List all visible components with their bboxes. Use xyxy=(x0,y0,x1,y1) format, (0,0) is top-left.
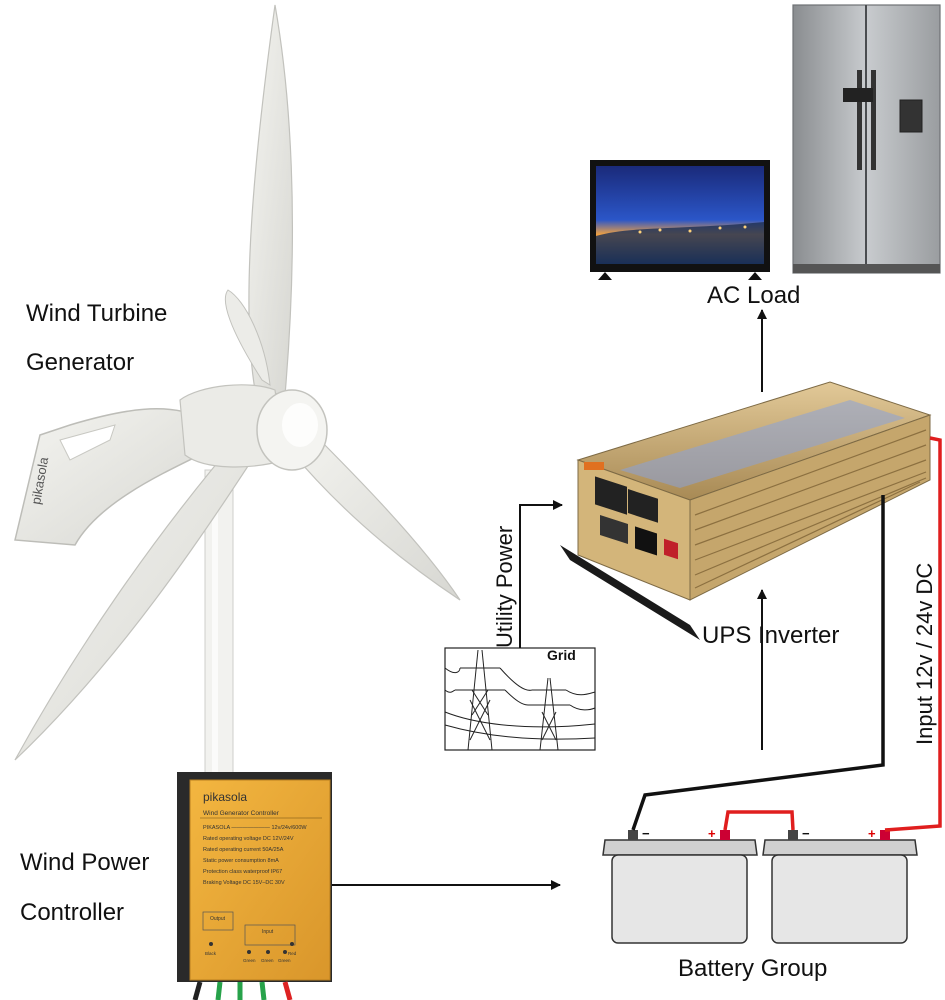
utility-power-label: Utility Power xyxy=(492,525,517,648)
controller-spec-row: Braking Voltage DC 15V–DC 30V xyxy=(203,880,285,886)
battery-link-wire xyxy=(723,810,795,831)
ups-inverter-label: UPS Inverter xyxy=(702,622,840,649)
controller-terminal-label: Red xyxy=(288,951,297,956)
controller-spec-row: PIKASOLA ——————— 12v/24v/600W xyxy=(203,825,307,831)
battery-group-label: Battery Group xyxy=(678,955,828,982)
controller-panel-title: Wind Generator Controller xyxy=(203,810,280,817)
arrow-utility-power xyxy=(519,500,563,648)
grid-label: Grid xyxy=(547,647,576,663)
refrigerator-icon xyxy=(792,4,941,274)
controller-terminal-label: Green xyxy=(278,958,291,963)
controller-logo: pikasola xyxy=(203,790,247,804)
controller-spec-row: Rated operating voltage DC 12V/24V xyxy=(203,836,294,842)
wind-turbine-label-line2: Generator xyxy=(26,349,135,376)
battery-plus-mark: + xyxy=(708,826,716,841)
controller-spec-row: Protection class waterproof IP67 xyxy=(203,869,282,875)
wind-turbine-icon: pikasola xyxy=(14,4,461,791)
battery-plus-mark: + xyxy=(868,826,876,841)
television-icon xyxy=(590,160,770,280)
controller-terminal-label: Green xyxy=(261,958,274,963)
connection-lines xyxy=(332,309,942,890)
wind-power-controller-label-line1: Wind Power xyxy=(20,849,150,876)
wind-power-controller-icon: pikasola Wind Generator Controller PIKAS… xyxy=(177,772,332,1000)
controller-input-label: Input xyxy=(262,929,274,935)
battery-minus-mark: − xyxy=(802,826,810,841)
power-pylon-icon: Grid xyxy=(444,647,596,751)
battery-icon: − + − + xyxy=(602,826,918,944)
positive-wire xyxy=(884,436,942,832)
wind-power-controller-label-line2: Controller xyxy=(20,899,125,926)
input-dc-label: Input 12v / 24v DC xyxy=(912,562,937,745)
wind-turbine-label-line1: Wind Turbine xyxy=(26,300,168,327)
controller-terminal-label: Green xyxy=(243,958,256,963)
inverter-icon xyxy=(560,381,932,640)
controller-spec-row: Static power consumption 8mA xyxy=(203,858,279,864)
controller-terminal-label: Black xyxy=(205,951,217,956)
controller-output-label: Output xyxy=(210,916,226,922)
negative-wire xyxy=(631,495,885,831)
controller-spec-row: Rated operating current 50A/25A xyxy=(203,847,284,853)
battery-minus-mark: − xyxy=(642,826,650,841)
ac-load-label: AC Load xyxy=(707,282,801,309)
